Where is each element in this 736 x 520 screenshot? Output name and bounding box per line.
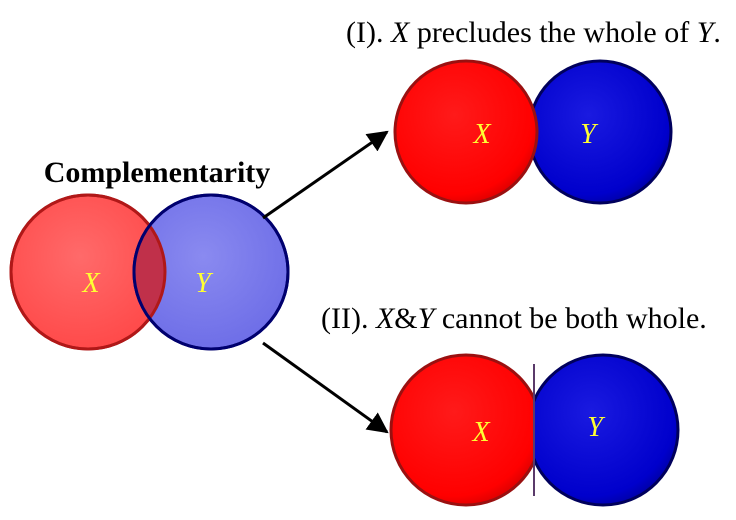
y-label-case-2: Y (587, 412, 606, 443)
case-2-circles: X Y (389, 353, 680, 507)
caption-case-1: (I). X precludes the whole of Y. (346, 16, 721, 49)
x-circle-outline (9, 193, 167, 351)
y-circle-outline (132, 193, 290, 351)
arrow-to-case-1 (262, 130, 389, 220)
y-label-case-1: Y (580, 119, 599, 150)
case-1-circles: X Y (393, 59, 673, 205)
x-label-case-2: X (471, 417, 490, 448)
diagram-title: Complementarity (44, 156, 271, 189)
y-circle-case-1 (527, 59, 673, 205)
x-circle-case-2 (389, 353, 534, 507)
y-label-venn: Y (195, 268, 214, 299)
x-circle-case-1 (393, 59, 539, 205)
caption-case-2: (II). X&Y cannot be both whole. (321, 302, 707, 335)
complementarity-venn: X Y (9, 193, 290, 351)
y-circle-case-2 (534, 353, 680, 507)
x-label-venn: X (81, 268, 100, 299)
arrow-to-case-2 (262, 341, 389, 434)
x-label-case-1: X (472, 119, 491, 150)
